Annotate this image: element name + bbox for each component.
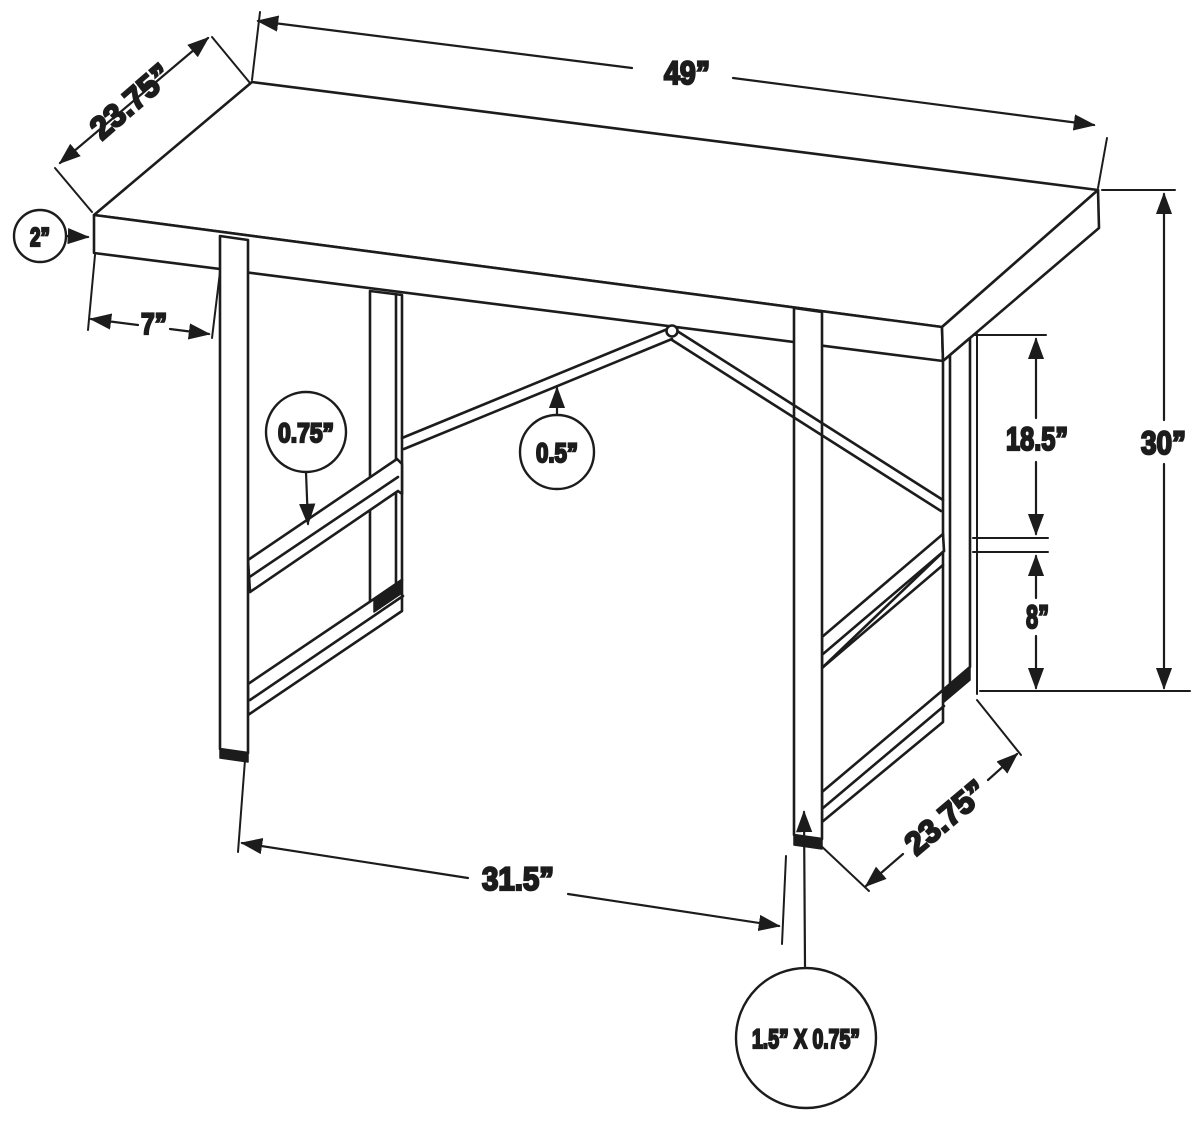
dim-top-depth-label: 23.75”	[83, 56, 179, 146]
left-leg-frame	[218, 234, 405, 763]
dim-extension-line	[237, 759, 246, 853]
callout-top-thickness: 2”	[12, 208, 90, 264]
callout-shelf-thickness: 0.75”	[264, 390, 348, 526]
leg-depth-label: 23.75”	[897, 773, 994, 862]
left-front-post	[218, 234, 250, 755]
right-bottom-runner	[820, 688, 945, 824]
callout-circle	[734, 966, 878, 1110]
right-front-foot-cap	[793, 834, 823, 850]
overall-height-label: 30”	[1141, 425, 1186, 461]
callout-leader-arrow	[64, 227, 90, 245]
dim-upper-opening: 18.5”	[972, 333, 1069, 695]
dim-overall-height: 30”	[979, 189, 1191, 692]
dim-extension-line	[211, 36, 251, 84]
left-front-foot-cap	[219, 748, 249, 763]
leg-tube-size-label: 1.5” X 0.75”	[752, 1024, 860, 1054]
right-back-post	[941, 336, 972, 692]
v-braces	[400, 324, 945, 513]
side-overhang-label: 7”	[141, 308, 167, 341]
left-shelf-bar-edge	[246, 475, 400, 580]
brace-thickness-label: 0.5”	[536, 438, 578, 468]
right-front-post	[792, 306, 824, 841]
tabletop	[92, 80, 1101, 363]
dim-extension-line	[211, 271, 221, 339]
right-shelf-bar-bottom-edge	[820, 563, 945, 670]
tabletop-end-face	[940, 188, 1101, 363]
dim-extension-line	[54, 167, 93, 213]
dim-arrow-line	[240, 838, 470, 880]
dim-extension-line	[976, 699, 1022, 756]
dim-extension-line	[87, 254, 96, 331]
lower-opening-label: 8”	[1026, 599, 1049, 635]
right-brace-bottom-edge	[670, 338, 943, 513]
callout-leader-arrow	[299, 470, 316, 526]
right-brace-top-edge	[672, 327, 945, 502]
callout-brace-thickness: 0.5”	[518, 386, 596, 491]
dim-lower-opening: 8”	[972, 551, 1050, 690]
right-shelf-bar-edge	[821, 549, 946, 656]
dim-extension-line	[781, 855, 787, 945]
dim-arrow-line	[168, 323, 211, 340]
right-back-foot-cap	[943, 667, 971, 703]
left-brace-bottom-edge	[402, 337, 674, 451]
shelf-thickness-label: 0.75”	[278, 418, 334, 448]
dim-arrow-line	[986, 752, 1019, 782]
left-brace-top-edge	[400, 326, 672, 440]
right-leg-frame	[792, 306, 972, 850]
upper-opening-label: 18.5”	[1006, 421, 1068, 457]
right-shelf-bar	[820, 532, 946, 670]
left-back-foot-cap	[373, 581, 403, 613]
dim-top-length: 49”	[251, 11, 1108, 189]
callout-leg-tube-size: 1.5” X 0.75”	[734, 810, 878, 1110]
dim-arrow-line	[566, 892, 781, 932]
dim-leg-span: 31.5”	[237, 759, 787, 945]
dim-arrow-line	[256, 15, 634, 70]
leg-span-label: 31.5”	[482, 861, 554, 897]
callout-leader-arrow	[795, 810, 813, 968]
dim-arrow-line	[731, 76, 1096, 131]
dim-extension-line	[817, 842, 870, 892]
left-bottom-runner-edge	[248, 594, 405, 702]
dim-arrow-line	[58, 36, 210, 165]
dim-arrow-line	[89, 313, 140, 330]
dim-extension-line	[1097, 137, 1108, 189]
dim-arrow-line	[864, 852, 905, 888]
right-bottom-runner-edge	[821, 704, 946, 810]
dim-side-overhang: 7”	[87, 254, 221, 342]
dim-top-length-label: 49”	[664, 55, 710, 91]
brace-apex-joint	[665, 324, 679, 338]
top-thickness-label: 2”	[30, 222, 50, 252]
